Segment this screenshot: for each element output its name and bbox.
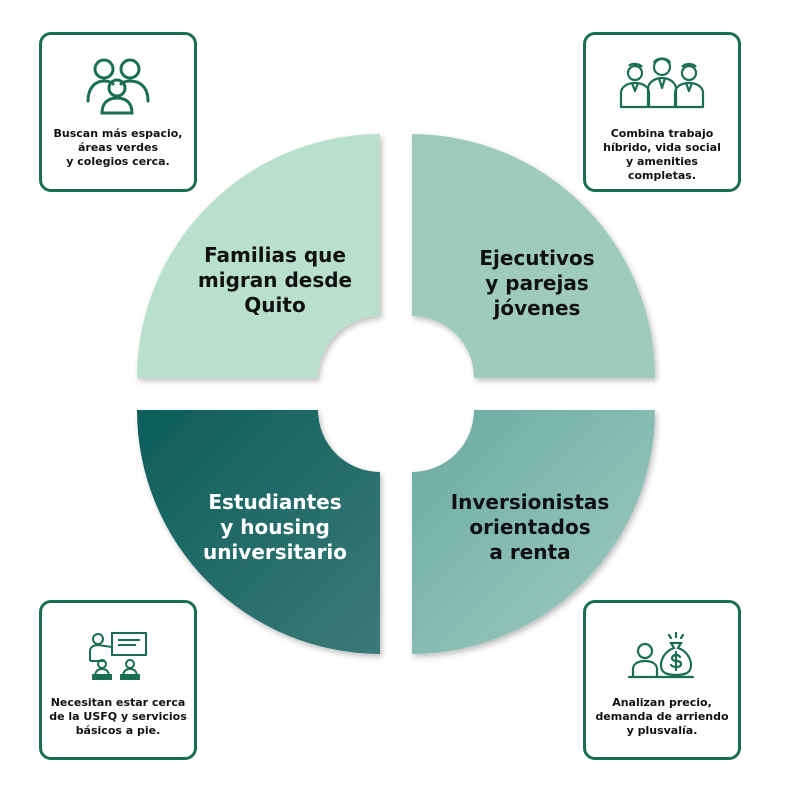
info-card-investors: Analizan precio, demanda de arriendo y p… — [583, 600, 741, 760]
classroom-icon — [42, 631, 194, 691]
business-team-icon — [586, 57, 738, 117]
card-text-executives: Combina trabajo híbrido, vida social y a… — [603, 127, 721, 182]
card-text-families: Buscan más espacio, áreas verdes y coleg… — [53, 127, 183, 168]
segment-top-right — [412, 134, 655, 378]
segment-label-families: Familias que migran desde Quito — [197, 243, 353, 317]
info-card-executives: Combina trabajo híbrido, vida social y a… — [583, 32, 741, 192]
segment-bottom-right — [412, 410, 655, 654]
info-card-students: Necesitan estar cerca de la USFQ y servi… — [39, 600, 197, 760]
info-card-families: Buscan más espacio, áreas verdes y coleg… — [39, 32, 197, 192]
family-icon — [42, 57, 194, 117]
segment-label-executives: Ejecutivos y parejas jóvenes — [479, 246, 595, 320]
segment-label-students: Estudiantes y housing universitario — [202, 490, 348, 564]
segment-bottom-left — [137, 410, 380, 654]
investor-money-bag-icon — [586, 631, 738, 691]
segment-label-investors: Inversionistas orientados a renta — [450, 490, 610, 564]
segment-top-left — [137, 134, 380, 378]
card-text-investors: Analizan precio, demanda de arriendo y p… — [595, 696, 729, 737]
card-text-students: Necesitan estar cerca de la USFQ y servi… — [49, 696, 187, 737]
